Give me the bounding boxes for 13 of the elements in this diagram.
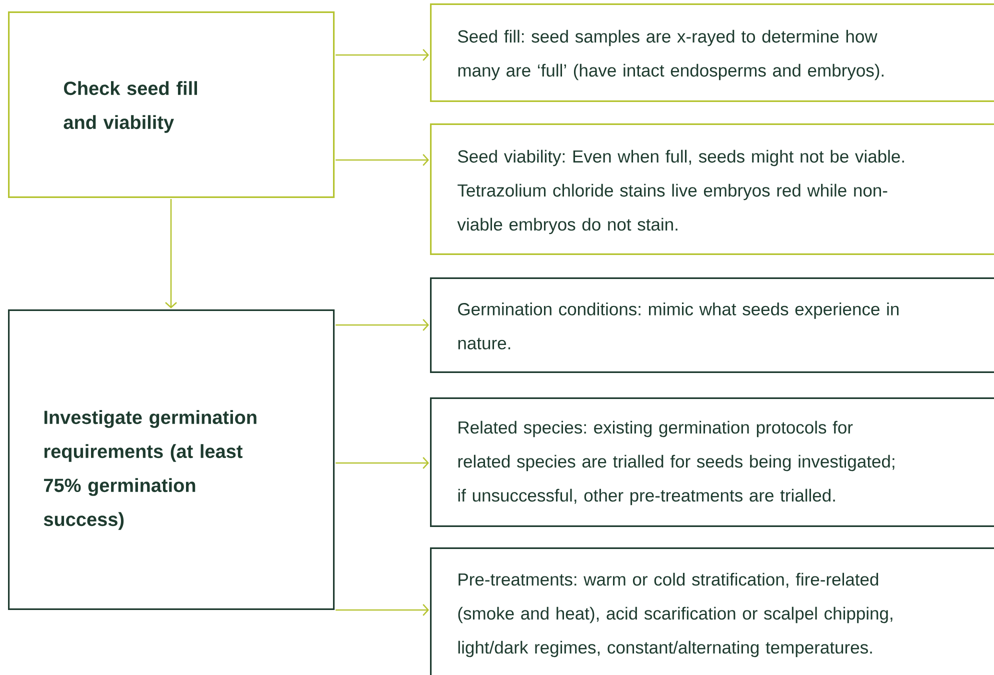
process-box: Check seed fill and viability <box>8 11 335 198</box>
arrow <box>336 319 429 331</box>
arrow <box>336 49 429 61</box>
arrow <box>336 604 429 616</box>
process-box: Seed viability: Even when full, seeds might not be viable. Tetrazolium chloride stains live embryos red while non-viable embryos do not stain. <box>430 123 994 255</box>
arrow <box>336 154 429 166</box>
process-box: Pre-treatments: warm or cold stratification, fire-related (smoke and heat), acid scarification or scalpel chipping, light/dark regimes, constant/alternating temperatures. <box>430 547 994 675</box>
process-box: Investigate germination requirements (at least 75% germination success) <box>8 309 335 610</box>
process-box: Related species: existing germination protocols for related species are trialled for seeds being investigated; if unsuccessful, other pre-treatments are trialled. <box>430 397 994 527</box>
arrow <box>336 457 429 469</box>
process-box: Germination conditions: mimic what seeds experience in nature. <box>430 277 994 373</box>
process-box: Seed fill: seed samples are x-rayed to determine how many are ‘full’ (have intact endosperms and embryos). <box>430 3 994 102</box>
arrow <box>165 199 177 308</box>
